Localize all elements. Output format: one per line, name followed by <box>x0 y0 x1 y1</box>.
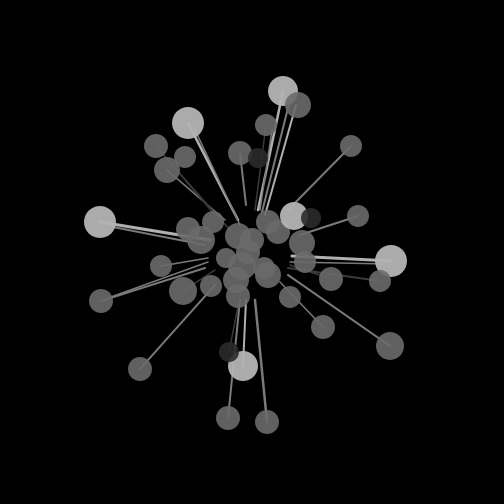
graph-node <box>216 406 240 430</box>
graph-edge <box>107 261 209 299</box>
graph-edge <box>253 298 269 424</box>
graph-node <box>169 277 197 305</box>
graph-edge <box>194 129 241 226</box>
graph-edge <box>139 284 216 370</box>
graph-node <box>347 205 369 227</box>
graph-node <box>369 270 391 292</box>
graph-node <box>340 135 362 157</box>
graph-node <box>255 114 277 136</box>
graph-node <box>375 245 407 277</box>
graph-node <box>280 202 308 230</box>
graph-node <box>154 157 180 183</box>
graph-edge <box>287 274 391 347</box>
graph-node <box>253 257 275 279</box>
graph-edge <box>256 89 285 212</box>
graph-node <box>301 208 321 228</box>
graph-node <box>228 141 252 165</box>
graph-edge <box>100 267 206 302</box>
graph-node <box>200 275 222 297</box>
graph-node <box>311 315 335 339</box>
graph-node <box>150 255 172 277</box>
graph-node <box>219 342 239 362</box>
graph-node <box>144 134 168 158</box>
graph-node <box>376 332 404 360</box>
graph-node <box>294 251 316 273</box>
graph-node <box>187 226 215 254</box>
graph-node <box>89 289 113 313</box>
graph-node <box>279 286 301 308</box>
graph-node <box>285 92 311 118</box>
graph-edge <box>259 129 273 211</box>
graph-node <box>226 284 250 308</box>
graph-node <box>202 211 224 233</box>
graph-node <box>174 146 196 168</box>
graph-edge <box>287 145 352 211</box>
graph-node <box>289 230 315 256</box>
graph-node <box>266 220 290 244</box>
graph-node <box>248 148 268 168</box>
graph-node <box>319 267 343 291</box>
graph-node <box>128 357 152 381</box>
graph-node <box>216 248 236 268</box>
graph-node <box>172 107 204 139</box>
graph-node <box>84 206 116 238</box>
graph-edge <box>264 104 297 216</box>
graph-edge <box>261 99 291 213</box>
graph-node <box>255 410 279 434</box>
